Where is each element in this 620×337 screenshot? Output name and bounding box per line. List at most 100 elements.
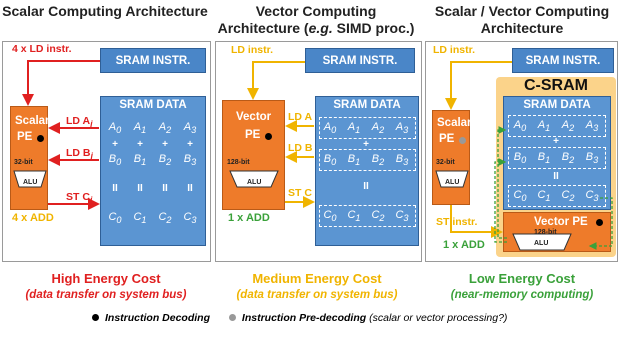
plus: + [162,139,168,150]
cell-b3: B3 [183,153,197,168]
label-st-instr: ST instr. [436,216,478,228]
panel3-arrows [445,61,613,250]
label-4x-add: 4 x ADD [12,212,54,224]
cell-a2: A2 [158,121,172,136]
vector-pe: Vector PE 128-bit ALU [222,100,285,210]
cost-high: High Energy Cost [51,271,161,286]
cell-c2: C2 [158,211,172,226]
scalar-pe: Scalar PE 32-bit ALU [432,110,472,205]
cell-c1: C1 [537,189,551,204]
equals: II [363,181,369,192]
cost-low: Low Energy Cost [468,271,576,286]
cell-b1: B1 [347,153,361,168]
decode-dot [596,219,603,226]
decode-dot [265,133,272,140]
cell-c2: C2 [561,189,575,204]
cell-b3: B3 [395,153,409,168]
predecode-dot [459,137,466,144]
label-st-c: ST C [288,187,312,199]
alu-label: ALU [534,240,549,247]
scalar-pe: Scalar PE 32-bit ALU [10,106,50,210]
cell-c3: C3 [395,209,409,224]
cell-c1: C1 [133,211,147,226]
label-ld-instr: LD instr. [433,44,476,56]
equals: II [187,183,193,194]
equals: II [162,183,168,194]
cell-a0: A0 [108,121,122,136]
cell-a0: A0 [323,121,337,136]
sram-data-title: SRAM DATA [119,99,187,111]
alu-shape [229,170,279,188]
label-ld-b: LD B [288,142,313,154]
cell-a3: A3 [585,119,599,134]
panel1-arrows [22,60,100,210]
cost-low-sub: (near-memory computing) [450,289,594,301]
cell-b3: B3 [585,151,599,166]
alu-shape [13,170,47,188]
cell-c0: C0 [513,189,527,204]
cell-c2: C2 [371,209,385,224]
panel2-arrows [247,61,315,208]
label-1x-add: 1 x ADD [228,212,270,224]
csram-title: C-SRAM [524,77,588,94]
predecode-dot-icon [228,314,236,321]
alu-shape [512,233,572,251]
cell-c3: C3 [183,211,197,226]
cell-a1: A1 [347,121,361,136]
cell-c0: C0 [323,209,337,224]
cell-a0: A0 [513,119,527,134]
sram-instr-box: SRAM INSTR. [512,48,614,73]
cell-b1: B1 [537,151,551,166]
label-4x-ld: 4 x LD instr. [12,43,72,55]
sram-instr-box: SRAM INSTR. [305,48,415,73]
cell-c3: C3 [585,189,599,204]
plus: + [112,139,118,150]
cell-a3: A3 [395,121,409,136]
label-ld-a: LD A [288,111,313,123]
equals: II [553,171,559,182]
cell-a1: A1 [537,119,551,134]
plus: + [187,139,193,150]
label-ld-b: LD Bi [66,147,93,162]
alu-shape [435,170,469,188]
plus: + [553,136,559,147]
title-vector: Vector Computing [255,3,377,19]
cell-c1: C1 [347,209,361,224]
decode-dot [37,135,44,142]
plus: + [137,139,143,150]
sram-data-box: SRAM DATA A0 A1 A2 A3 + B0 B1 B2 B3 II C… [315,96,419,246]
sram-instr-box: SRAM INSTR. [100,48,206,73]
sram-data-box: SRAM DATA A0 A1 A2 A3 + + + + B0 B1 B2 B… [100,96,206,246]
alu-label: ALU [23,179,38,186]
cell-a1: A1 [133,121,147,136]
cell-b2: B2 [158,153,172,168]
alu-label: ALU [445,179,460,186]
cell-b0: B0 [108,153,122,168]
cell-b1: B1 [133,153,147,168]
sram-data-title: SRAM DATA [333,99,401,111]
cell-b0: B0 [513,151,527,166]
cell-b2: B2 [371,153,385,168]
title-scalar: Scalar Computing Architecture [2,3,208,19]
plus: + [363,139,369,150]
cell-a3: A3 [183,121,197,136]
equals: II [112,183,118,194]
sram-data-box: SRAM DATA A0 A1 A2 A3 + B0 B1 B2 B3 II C… [503,96,611,210]
cell-a2: A2 [561,119,575,134]
label-ld-instr: LD instr. [231,44,274,56]
label-st-c: ST Ci [66,191,93,206]
alu-label: ALU [247,179,262,186]
cell-b0: B0 [323,153,337,168]
label-ld-a: LD Ai [66,115,93,130]
equals: II [137,183,143,194]
label-1x-add: 1 x ADD [443,239,485,251]
cell-c0: C0 [108,211,122,226]
title-mixed: Scalar / Vector Computing Architecture [434,3,610,36]
cost-medium: Medium Energy Cost [252,271,382,286]
cost-medium-sub: (data transfer on system bus) [236,289,398,301]
title-vector-sub: Architecture (e.g. SIMD proc.) [217,20,415,36]
cell-a2: A2 [371,121,385,136]
legend: Instruction Decoding Instruction Pre-dec… [92,312,602,324]
cell-b2: B2 [561,151,575,166]
decode-dot-icon [92,314,99,321]
